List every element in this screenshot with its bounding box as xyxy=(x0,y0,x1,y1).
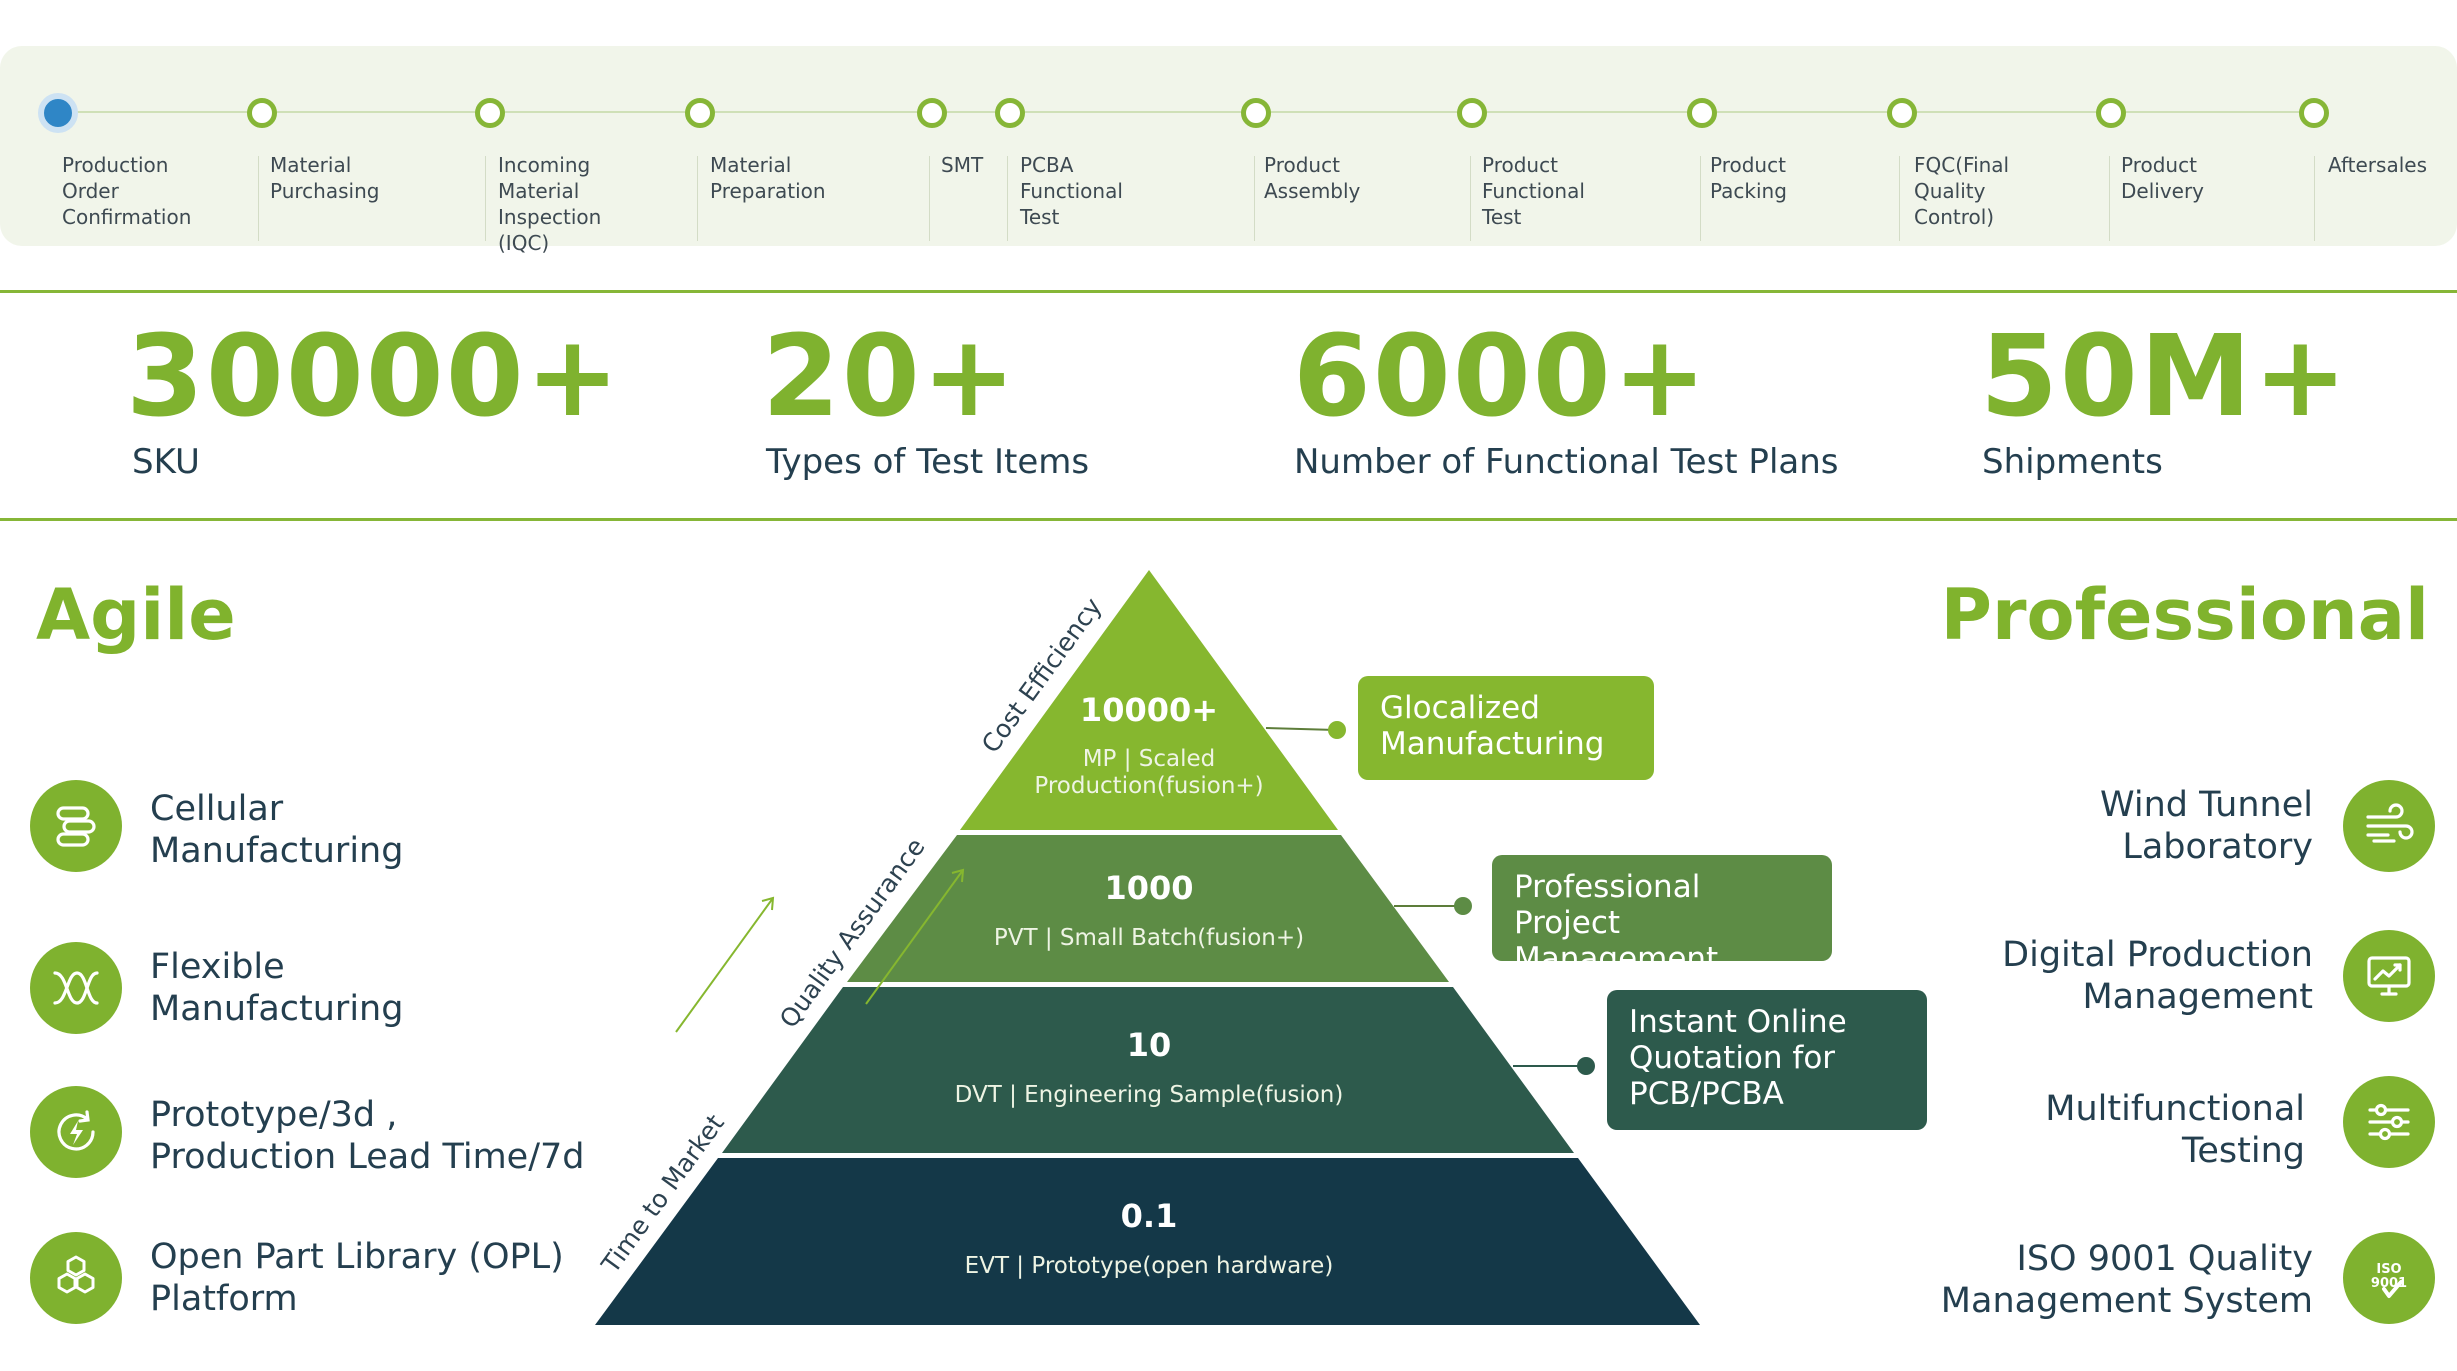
timeline-dot xyxy=(475,98,505,128)
professional-item-digital-production: Digital Production Management xyxy=(2002,935,2313,1017)
timeline-step-label: Product Delivery xyxy=(2121,153,2205,203)
agile-item-cellular: Cellular Manufacturing xyxy=(150,789,404,871)
pyramid-tier-mp xyxy=(960,570,1338,830)
stat-test-items-value: 20+ xyxy=(762,312,1018,442)
timeline-divider xyxy=(2109,156,2110,241)
timeline-step-label: Aftersales xyxy=(2328,153,2427,177)
axis-arrowhead-cost xyxy=(761,896,775,911)
callout-dot-glocalized xyxy=(1328,721,1346,739)
timeline-divider xyxy=(1254,156,1255,241)
timeline-step-label: FQC(Final Quality Control) xyxy=(1914,153,2010,229)
pyramid-tier-pvt xyxy=(847,835,1449,982)
stat-sku-caption: SKU xyxy=(132,442,200,482)
tier-mp-label: MP | Scaled Production(fusion+) xyxy=(1034,746,1264,799)
callout-instant-quotation: Instant Online Quotation for PCB/PCBA xyxy=(1607,990,1927,1130)
timeline-track xyxy=(58,111,2314,113)
callout-glocalized-manufacturing: Glocalized Manufacturing xyxy=(1358,676,1654,780)
timeline-dot xyxy=(1687,98,1717,128)
timeline-dot xyxy=(2096,98,2126,128)
timeline-dot xyxy=(1241,98,1271,128)
timeline-step-label: Material Purchasing xyxy=(270,153,380,203)
professional-item-multifunctional-testing: Multifunctional Testing xyxy=(2045,1089,2305,1171)
cellular-icon xyxy=(30,780,122,872)
timeline-divider xyxy=(1899,156,1900,241)
divider-bottom xyxy=(0,518,2457,521)
stat-test-items-caption: Types of Test Items xyxy=(766,442,1090,482)
timeline-divider xyxy=(1470,156,1471,241)
iso-badge-icon: ISO 9001 xyxy=(2343,1232,2435,1324)
axis-arrowhead-quality xyxy=(951,868,965,883)
iso-badge-graphic: ISO 9001 xyxy=(2371,1262,2407,1298)
timeline-dot-active xyxy=(38,93,78,133)
hexagon-icon xyxy=(30,1232,122,1324)
tier-evt-number: 0.1 xyxy=(1120,1197,1178,1235)
timeline-divider xyxy=(485,156,486,241)
tier-dvt-label: DVT | Engineering Sample(fusion) xyxy=(954,1082,1344,1108)
timeline-dot xyxy=(917,98,947,128)
timeline-step-label: PCBA Functional Test xyxy=(1020,153,1123,229)
axis-arrow-cost xyxy=(675,897,774,1033)
stat-test-plans-value: 6000+ xyxy=(1293,312,1709,442)
timeline-divider xyxy=(697,156,698,241)
callout-project-management: Professional Project Management xyxy=(1492,855,1832,977)
timeline-dot xyxy=(2299,98,2329,128)
timeline-dot xyxy=(685,98,715,128)
timeline-dot xyxy=(1887,98,1917,128)
callout-dot-project xyxy=(1454,897,1472,915)
timeline-divider xyxy=(258,156,259,241)
lead-time-icon xyxy=(30,1086,122,1178)
monitor-icon xyxy=(2343,930,2435,1022)
sliders-icon xyxy=(2343,1076,2435,1168)
svg-text:ISO: ISO xyxy=(2376,1262,2401,1277)
timeline-step-label: Production Order Confirmation xyxy=(62,153,192,229)
professional-item-iso9001: ISO 9001 Quality Management System xyxy=(1940,1239,2313,1321)
timeline-step-label: Product Assembly xyxy=(1264,153,1361,203)
timeline-step-label: Product Packing xyxy=(1710,153,1787,203)
callout-dot-quotation xyxy=(1577,1057,1595,1075)
pyramid-tier-evt xyxy=(595,1158,1700,1325)
timeline-divider xyxy=(2314,156,2315,241)
timeline-divider xyxy=(1007,156,1008,241)
timeline-step-label: SMT xyxy=(941,153,984,177)
professional-title: Professional xyxy=(1940,574,2429,656)
wind-icon xyxy=(2343,780,2435,872)
tier-mp-number: 10000+ xyxy=(1079,691,1219,729)
stat-shipments-caption: Shipments xyxy=(1982,442,2163,482)
timeline-step-label: Product Functional Test xyxy=(1482,153,1585,229)
timeline-dot xyxy=(995,98,1025,128)
timeline-divider xyxy=(929,156,930,241)
stat-test-plans-caption: Number of Functional Test Plans xyxy=(1294,442,1839,482)
agile-item-flexible: Flexible Manufacturing xyxy=(150,947,404,1029)
stat-sku-value: 30000+ xyxy=(126,312,622,442)
tier-pvt-label: PVT | Small Batch(fusion+) xyxy=(993,925,1305,951)
divider-top xyxy=(0,290,2457,293)
flexible-icon xyxy=(30,942,122,1034)
stat-shipments-value: 50M+ xyxy=(1980,312,2350,442)
timeline-divider xyxy=(1700,156,1701,241)
agile-item-lead-time: Prototype/3d , Production Lead Time/7d xyxy=(150,1095,585,1177)
tier-dvt-number: 10 xyxy=(1126,1026,1172,1064)
professional-item-wind-tunnel: Wind Tunnel Laboratory xyxy=(2100,785,2313,867)
tier-evt-label: EVT | Prototype(open hardware) xyxy=(964,1253,1334,1279)
pyramid-tier-dvt xyxy=(722,987,1574,1153)
axis-arrow-quality xyxy=(865,869,964,1005)
tier-pvt-number: 1000 xyxy=(1104,869,1194,907)
callout-connector-glocalized xyxy=(1265,727,1337,731)
process-timeline: Production Order Confirmation Material P… xyxy=(0,46,2457,255)
agile-item-opl: Open Part Library (OPL) Platform xyxy=(150,1237,564,1319)
timeline-step-label: Incoming Material Inspection (IQC) xyxy=(498,153,602,255)
timeline-dot xyxy=(247,98,277,128)
agile-title: Agile xyxy=(36,574,236,656)
timeline-dot xyxy=(1457,98,1487,128)
timeline-step-label: Material Preparation xyxy=(710,153,826,203)
